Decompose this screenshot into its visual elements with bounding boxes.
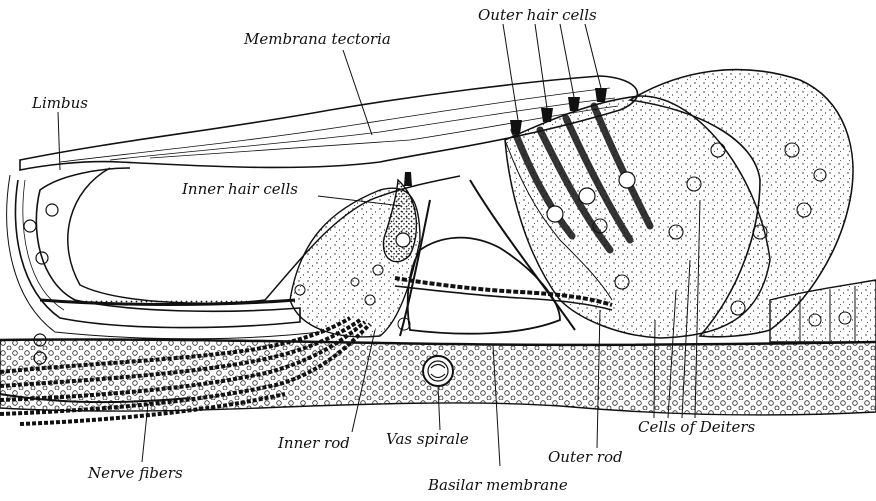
label-limbus: Limbus — [32, 96, 88, 111]
label-inner-rod: Inner rod — [278, 436, 350, 451]
label-inner-hair-cells: Inner hair cells — [182, 182, 298, 197]
vas-spirale-vessel — [423, 356, 453, 386]
label-outer-rod: Outer rod — [548, 450, 623, 465]
label-vas-spirale: Vas spirale — [386, 432, 469, 447]
label-outer-hair-cells: Outer hair cells — [478, 8, 597, 23]
label-membrana-tectoria: Membrana tectoria — [244, 32, 391, 47]
label-nerve-fibers: Nerve fibers — [88, 466, 183, 481]
label-cells-of-deiters: Cells of Deiters — [638, 420, 755, 435]
inner-hair-cell-region — [290, 172, 420, 337]
label-basilar-membrane: Basilar membrane — [428, 478, 568, 493]
